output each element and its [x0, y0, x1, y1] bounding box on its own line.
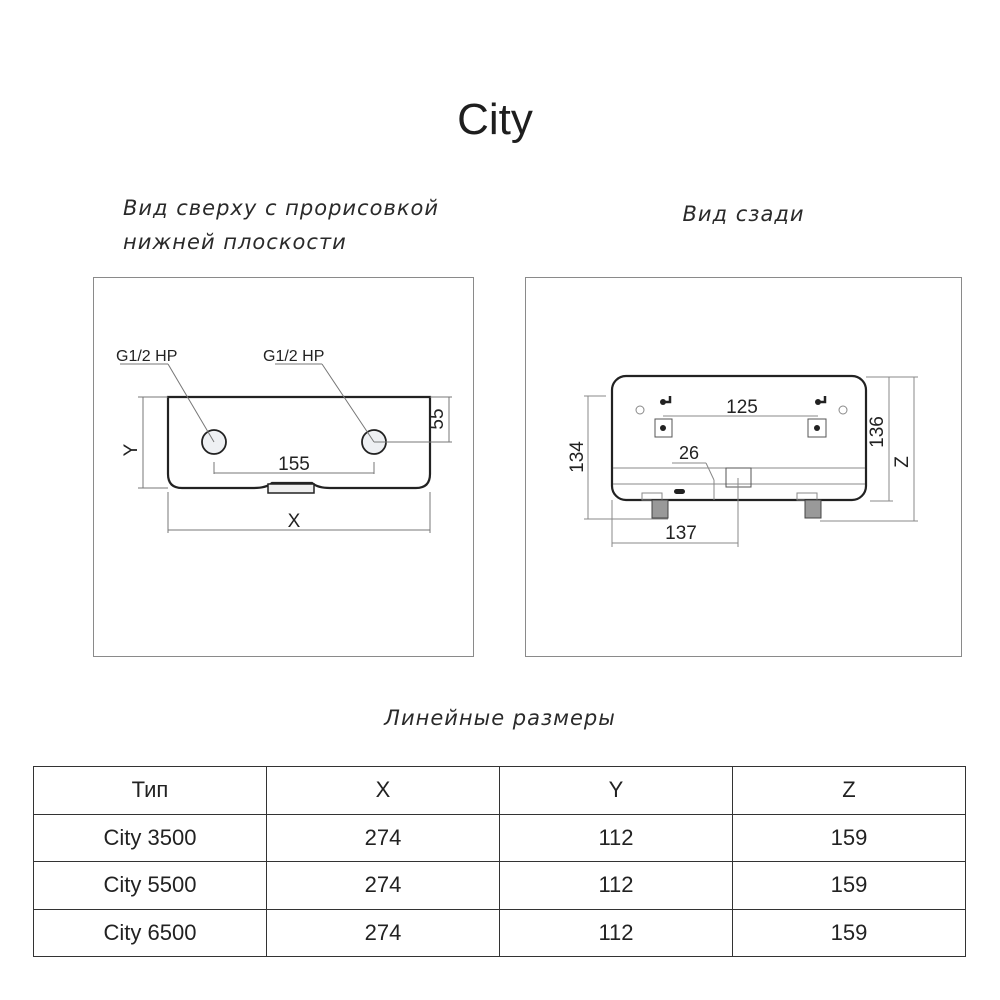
header-type: Тип [33, 766, 267, 815]
dim-x: X [288, 511, 301, 532]
thread-left-label: G1/2 HP [116, 348, 177, 365]
header-x: X [266, 766, 500, 815]
dim-137: 137 [665, 523, 697, 544]
dim-155: 155 [278, 454, 310, 475]
cell-type: City 6500 [33, 908, 267, 957]
top-view-drawing [120, 363, 452, 533]
top-view-caption-line2: нижней плоскости [123, 230, 347, 254]
table-header-row: Тип X Y Z [33, 766, 966, 815]
pipe-left-icon [651, 499, 669, 519]
cell-x: 274 [266, 813, 500, 862]
dim-55: 55 [427, 408, 448, 429]
table-row: City 6500 274 112 159 [33, 908, 966, 957]
rear-view-caption: Вид сзади [682, 202, 805, 226]
cell-z: 159 [732, 813, 966, 862]
cell-type: City 5500 [33, 861, 267, 910]
drawings: G1/2 HP G1/2 HP 155 55 Y X 125 26 134 [116, 348, 918, 547]
dim-125: 125 [726, 397, 758, 418]
cell-z: 159 [732, 861, 966, 910]
connector-icon [267, 483, 315, 494]
dim-136: 136 [867, 416, 888, 448]
dim-y: Y [121, 443, 142, 456]
table-row: City 5500 274 112 159 [33, 861, 966, 910]
table-caption: Линейные размеры [384, 706, 616, 730]
cell-y: 112 [499, 861, 733, 910]
dim-z: Z [892, 456, 913, 468]
pipe-right-icon [804, 499, 822, 519]
table-row: City 3500 274 112 159 [33, 813, 966, 862]
dim-134: 134 [567, 441, 588, 473]
cell-y: 112 [499, 813, 733, 862]
thread-right-label: G1/2 HP [263, 348, 324, 365]
cell-x: 274 [266, 861, 500, 910]
cell-x: 274 [266, 908, 500, 957]
top-view-caption-line1: Вид сверху с прорисовкой [123, 196, 440, 220]
rear-view-drawing [584, 374, 918, 547]
top-view-panel [93, 277, 474, 657]
header-z: Z [732, 766, 966, 815]
dim-26: 26 [679, 443, 699, 463]
rear-view-panel [525, 277, 962, 657]
header-y: Y [499, 766, 733, 815]
cell-z: 159 [732, 908, 966, 957]
indicator-icon [674, 489, 685, 494]
dimensions-table: Тип X Y Z City 3500 274 112 159 City 550… [33, 766, 966, 957]
cell-y: 112 [499, 908, 733, 957]
cell-type: City 3500 [33, 813, 267, 862]
page-title: City [457, 95, 533, 144]
